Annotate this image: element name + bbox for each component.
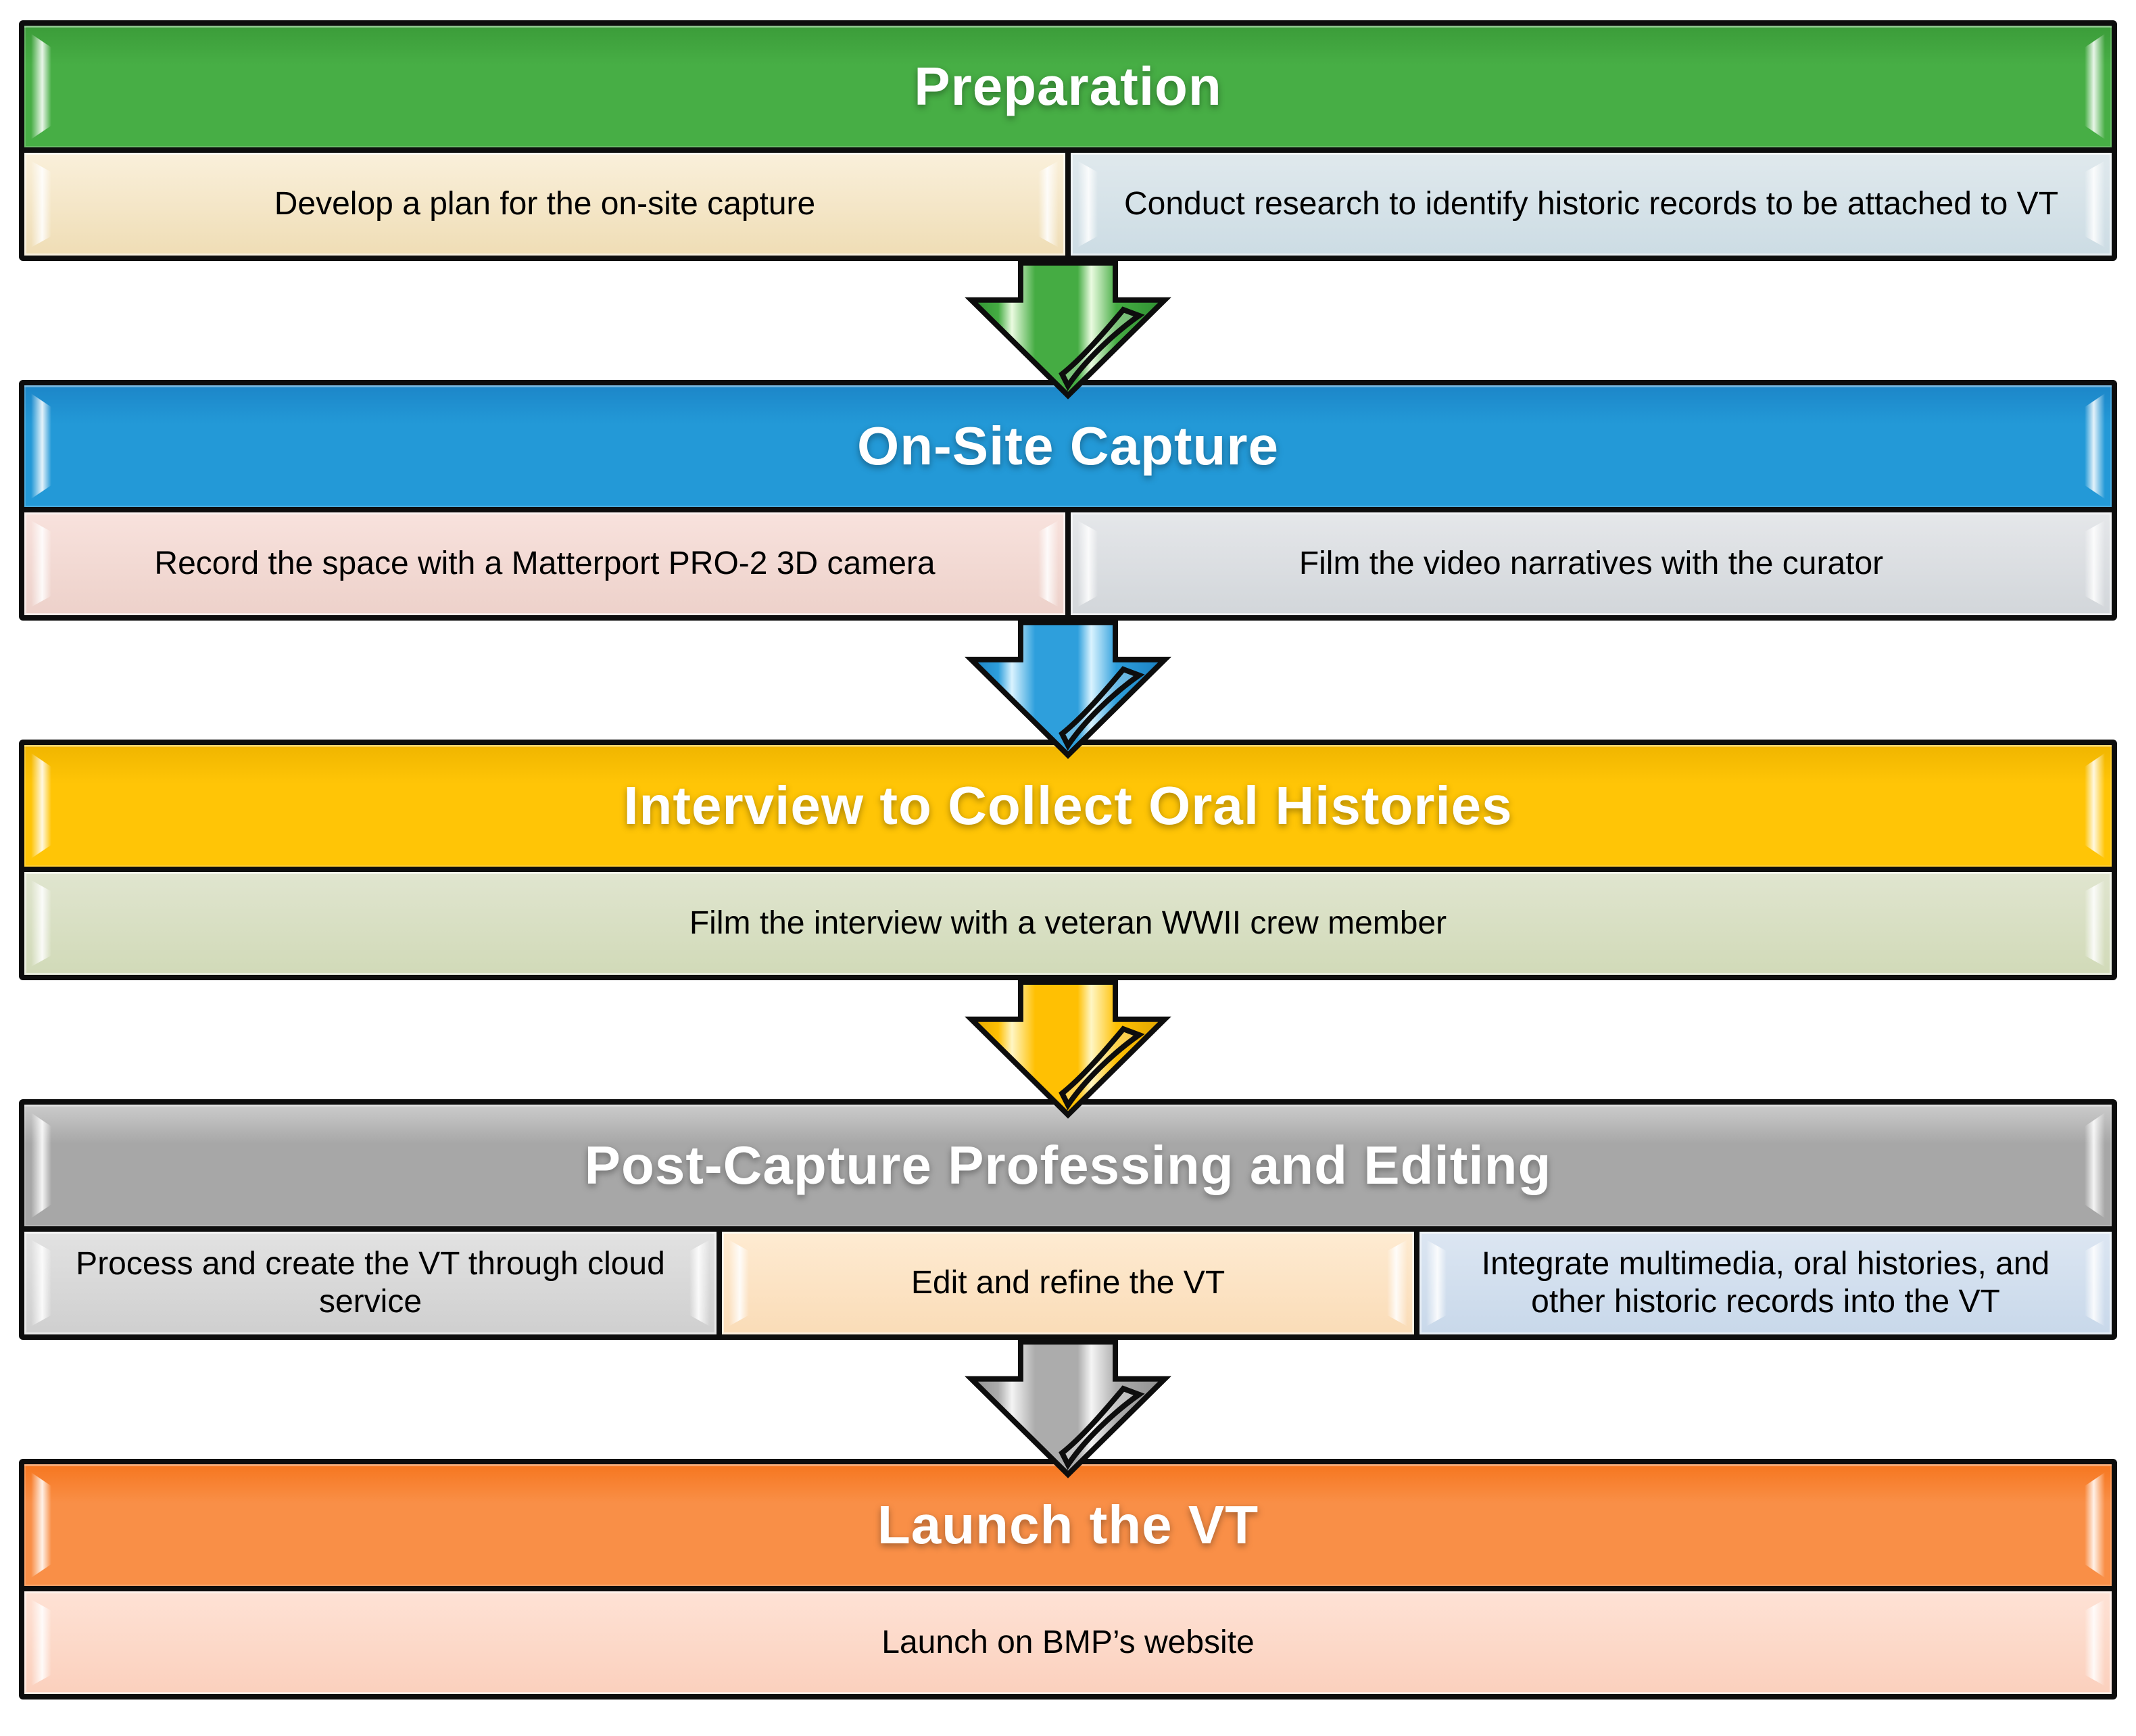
- section-title: Launch the VT: [877, 1495, 1259, 1555]
- section-on-site-capture-header: On-Site Capture: [24, 385, 2112, 507]
- task-cell: Launch on BMP’s website: [24, 1591, 2112, 1694]
- section-post-capture-header: Post-Capture Professing and Editing: [24, 1105, 2112, 1226]
- section-launch-tasks: Launch on BMP’s website: [24, 1586, 2112, 1694]
- task-text: Edit and refine the VT: [911, 1265, 1225, 1301]
- task-text: Develop a plan for the on-site capture: [274, 186, 816, 222]
- section-title: Interview to Collect Oral Histories: [623, 775, 1513, 836]
- flow-gap: [19, 261, 2117, 380]
- task-text: Conduct research to identify historic re…: [1123, 186, 2059, 222]
- section-launch-header: Launch the VT: [24, 1464, 2112, 1586]
- section-preparation: Preparation Develop a plan for the on-si…: [19, 20, 2117, 261]
- blue-down-arrow-icon: [969, 621, 1167, 757]
- task-cell: Conduct research to identify historic re…: [1065, 153, 2112, 256]
- section-title: Preparation: [914, 56, 1222, 116]
- section-title: Post-Capture Professing and Editing: [584, 1135, 1552, 1195]
- flow-gap: [19, 980, 2117, 1099]
- section-on-site-capture: On-Site Capture Record the space with a …: [19, 380, 2117, 621]
- section-preparation-tasks: Develop a plan for the on-site capture C…: [24, 147, 2112, 256]
- section-post-capture-tasks: Process and create the VT through cloud …: [24, 1226, 2112, 1334]
- section-interview-tasks: Film the interview with a veteran WWII c…: [24, 867, 2112, 975]
- task-text: Launch on BMP’s website: [881, 1624, 1255, 1661]
- task-text: Integrate multimedia, oral histories, an…: [1481, 1246, 2050, 1320]
- task-cell: Develop a plan for the on-site capture: [24, 153, 1065, 256]
- task-cell: Process and create the VT through cloud …: [24, 1232, 717, 1334]
- task-cell: Integrate multimedia, oral histories, an…: [1414, 1232, 2112, 1334]
- section-title: On-Site Capture: [857, 416, 1279, 476]
- amber-down-arrow-icon: [969, 980, 1167, 1117]
- task-text: Film the interview with a veteran WWII c…: [689, 905, 1447, 942]
- section-launch: Launch the VT Launch on BMP’s website: [19, 1459, 2117, 1699]
- gray-down-arrow-icon: [969, 1340, 1167, 1476]
- section-on-site-capture-tasks: Record the space with a Matterport PRO-2…: [24, 507, 2112, 615]
- task-cell: Film the video narratives with the curat…: [1065, 512, 2112, 615]
- flow-gap: [19, 1340, 2117, 1459]
- task-text: Process and create the VT through cloud …: [76, 1246, 665, 1320]
- task-text: Film the video narratives with the curat…: [1298, 546, 1884, 582]
- flow-gap: [19, 621, 2117, 740]
- task-cell: Film the interview with a veteran WWII c…: [24, 872, 2112, 975]
- section-preparation-header: Preparation: [24, 26, 2112, 147]
- section-interview: Interview to Collect Oral Histories Film…: [19, 740, 2117, 980]
- task-text: Record the space with a Matterport PRO-2…: [154, 546, 936, 582]
- task-cell: Record the space with a Matterport PRO-2…: [24, 512, 1065, 615]
- section-post-capture: Post-Capture Professing and Editing Proc…: [19, 1099, 2117, 1340]
- task-cell: Edit and refine the VT: [717, 1232, 1414, 1334]
- green-down-arrow-icon: [969, 261, 1167, 397]
- section-interview-header: Interview to Collect Oral Histories: [24, 745, 2112, 867]
